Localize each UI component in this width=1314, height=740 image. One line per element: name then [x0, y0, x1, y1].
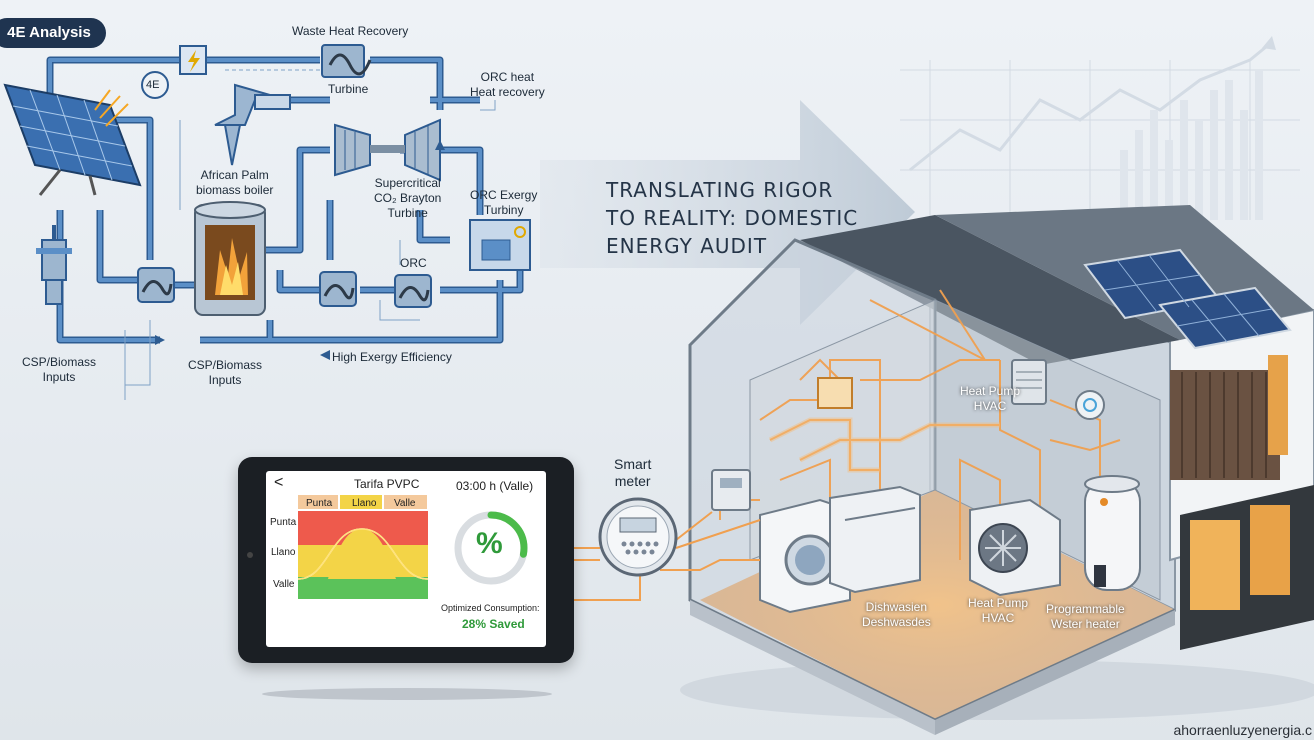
row-label-llano: Llano: [271, 547, 296, 558]
waste-heat-recovery-label: Waste Heat Recovery: [292, 24, 409, 38]
orc-heat-line-1: ORC heat: [480, 70, 535, 84]
hvac-bottom-label: Heat Pump HVAC: [968, 596, 1028, 626]
gauge-percent-symbol: %: [476, 527, 503, 560]
4e-icon: [141, 71, 169, 99]
title-line-3: ENERGY AUDIT: [606, 234, 768, 258]
hvac-bottom-line-1: Heat Pump: [968, 596, 1029, 610]
back-button[interactable]: <: [274, 474, 284, 491]
african-palm-label: African Palm biomass boiler: [196, 168, 273, 198]
tablet-screen: < Tarifa PVPC 03:00 h (Valle) Punta Llan…: [266, 471, 546, 647]
orc-heat-label: ORC heat Heat recovery: [470, 70, 545, 100]
water-heater-icon: [1084, 475, 1141, 591]
compressor-icon: [334, 123, 371, 177]
water-heater-label: Programmable Wster heater: [1046, 602, 1125, 632]
sco2-line-2: CO₂ Brayton: [374, 191, 442, 205]
dish-line-1: Dishwasien: [865, 600, 928, 614]
col-label-valle: Valle: [394, 498, 416, 509]
4e-analysis-badge: 4E Analysis: [0, 18, 106, 48]
site-watermark: ahorraenluzyenergia.c: [1173, 722, 1312, 738]
hvac-top-label: Heat Pump HVAC: [960, 384, 1020, 414]
sco2-turbine-label: Supercritical CO₂ Brayton Turbine: [374, 176, 441, 221]
csp1-line-2: Inputs: [42, 370, 76, 384]
csp-inputs-label-2: CSP/Biomass Inputs: [188, 358, 262, 388]
smart-meter-line-2: meter: [614, 473, 651, 489]
row-label-valle: Valle: [273, 579, 295, 590]
page-title: TRANSLATING RIGOR TO REALITY: DOMESTIC E…: [606, 176, 906, 260]
high-exergy-label: High Exergy Efficiency: [332, 350, 452, 364]
tariff-title: Tarifa PVPC: [354, 477, 420, 491]
orc-exergy-label: ORC Exergy Turbiny: [470, 188, 537, 218]
csp-inputs-label-1: CSP/Biomass Inputs: [22, 355, 96, 385]
title-line-1: TRANSLATING RIGOR: [606, 178, 834, 202]
chimney-icon: [214, 83, 291, 166]
orc-exergy-line-2: Turbiny: [483, 203, 524, 217]
washing-machine-icon: [759, 498, 851, 614]
smart-meter-icon: [598, 497, 678, 577]
saved-value: 28% Saved: [462, 617, 525, 631]
orc-heat-line-2: Heat recovery: [470, 85, 545, 99]
sco2-line-1: Supercritical: [374, 176, 441, 190]
row-label-punta: Punta: [270, 517, 297, 528]
4e-label: 4E: [146, 79, 160, 91]
pump-icon: [36, 225, 72, 305]
col-label-punta: Punta: [306, 498, 333, 509]
orc-label: ORC: [400, 256, 427, 270]
csp2-line-2: Inputs: [208, 373, 242, 387]
sco2-line-3: Turbine: [387, 206, 428, 220]
current-time: 03:00 h (Valle): [456, 479, 534, 493]
solar-panel-icon: [3, 83, 142, 196]
dish-line-2: Deshwasdes: [862, 615, 931, 629]
heat-pump-outdoor-icon: [969, 498, 1061, 597]
dishwasher-label: Dishwasien Deshwasdes: [862, 600, 931, 630]
heater-line-2: Wster heater: [1051, 617, 1120, 631]
tariff-chart: [298, 495, 429, 599]
palm-line-1: African Palm: [200, 168, 269, 182]
title-line-2: TO REALITY: DOMESTIC: [606, 206, 859, 230]
heater-line-1: Programmable: [1046, 602, 1125, 616]
tablet-shadow: [262, 688, 552, 700]
thermostat-icon: [1075, 390, 1105, 420]
optimized-label: Optimized Consumption:: [441, 603, 540, 613]
tablet-device: < Tarifa PVPC 03:00 h (Valle) Punta Llan…: [238, 457, 574, 663]
csp2-line-1: CSP/Biomass: [188, 358, 263, 372]
hvac-top-line-1: Heat Pump: [960, 384, 1021, 398]
orc-exergy-line-1: ORC Exergy: [470, 188, 538, 202]
csp1-line-1: CSP/Biomass: [22, 355, 97, 369]
electrical-panel-icon: [817, 377, 853, 409]
dishwasher-icon: [829, 485, 921, 594]
hvac-bottom-line-2: HVAC: [981, 611, 1015, 625]
tablet-camera: [247, 552, 253, 558]
turbine-label: Turbine: [328, 82, 369, 96]
palm-line-2: biomass boiler: [196, 183, 274, 197]
smart-meter-label: Smart meter: [614, 456, 651, 490]
energy-cycle-diagram: [3, 44, 531, 400]
biomass-boiler-icon: [194, 201, 266, 316]
heat-pump-indoor-icon: [1011, 359, 1047, 405]
savings-gauge: [454, 511, 528, 585]
turbine-icon: [404, 118, 441, 182]
hvac-top-line-2: HVAC: [973, 399, 1007, 413]
smart-meter-line-1: Smart: [614, 456, 652, 472]
col-label-llano: Llano: [352, 498, 377, 509]
